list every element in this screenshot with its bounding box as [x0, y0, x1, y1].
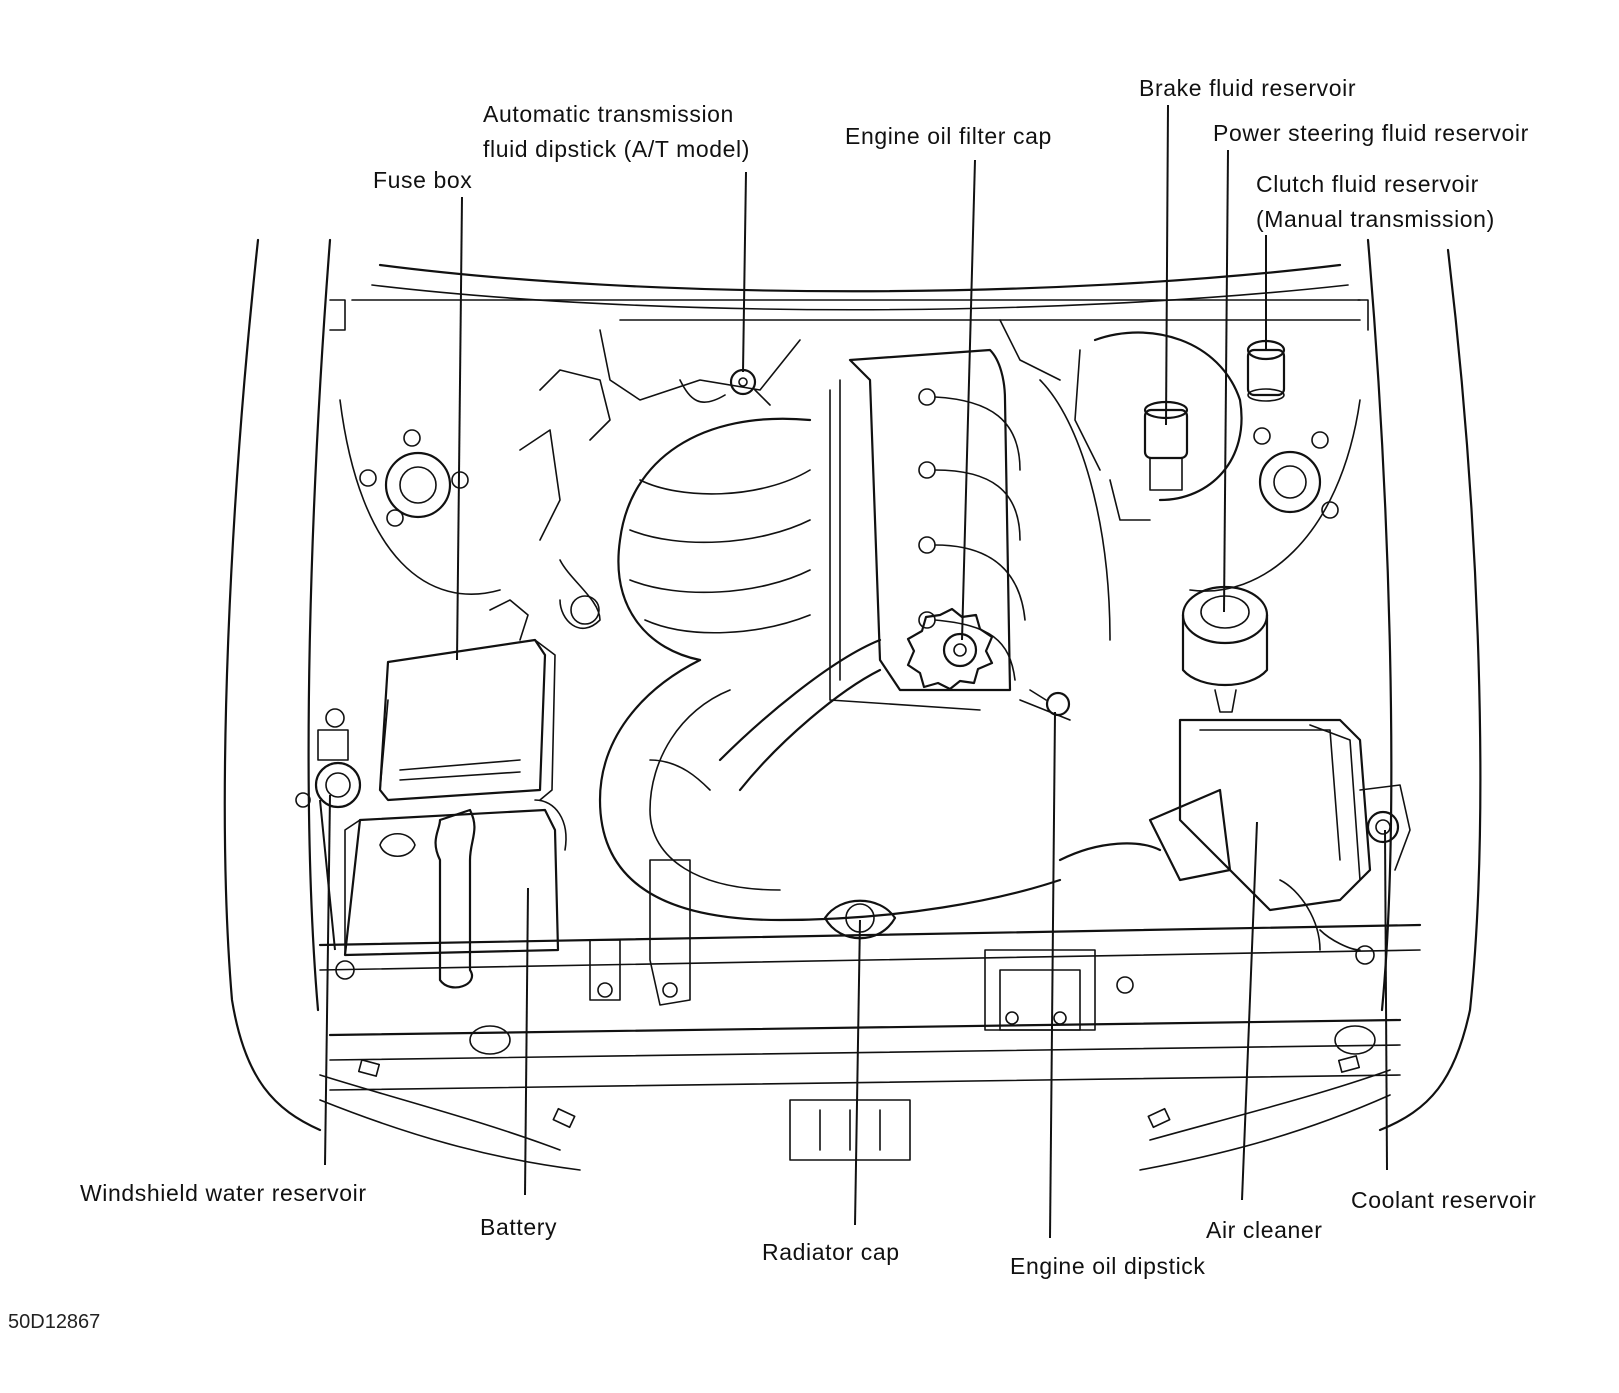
oil-filler-cap — [906, 607, 994, 691]
leader-power-steering — [1223, 149, 1229, 613]
label-at-dipstick-line2: fluid dipstick (A/T model) — [483, 136, 750, 162]
fuse-box — [378, 599, 556, 802]
radiator-support — [318, 859, 1422, 1161]
washer-reservoir-cap — [295, 708, 362, 809]
leader-oil-dipstick — [1049, 711, 1056, 1239]
leader-brake-fluid — [1165, 104, 1169, 426]
label-clutch-fluid-reservoir-line2: (Manual transmission) — [1256, 206, 1495, 232]
label-engine-oil-dipstick: Engine oil dipstick — [1010, 1253, 1206, 1279]
label-engine-oil-filter-cap: Engine oil filter cap — [845, 123, 1052, 149]
leader-lines — [319, 104, 1388, 1239]
label-clutch-fluid-reservoir-line1: Clutch fluid reservoir — [1256, 171, 1479, 197]
engine-oil-dipstick-handle — [1019, 689, 1071, 721]
figure-code: 50D12867 — [8, 1311, 100, 1333]
air-cleaner-box — [1058, 718, 1372, 951]
label-fuse-box: Fuse box — [373, 167, 472, 193]
label-coolant-reservoir: Coolant reservoir — [1351, 1187, 1536, 1213]
label-windshield-water-reservoir: Windshield water reservoir — [80, 1180, 367, 1206]
label-at-dipstick-line1: Automatic transmission — [483, 101, 734, 127]
body-outline — [223, 238, 1482, 1132]
label-air-cleaner: Air cleaner — [1206, 1217, 1323, 1243]
leader-oil-filter-cap — [961, 159, 976, 641]
label-radiator-cap: Radiator cap — [762, 1239, 900, 1265]
leader-air-cleaner — [1241, 821, 1258, 1201]
battery — [343, 799, 567, 989]
leader-radiator-cap — [854, 919, 861, 1226]
leader-at-dipstick — [742, 171, 747, 373]
coolant-reservoir — [1359, 784, 1411, 871]
leader-coolant — [1384, 829, 1388, 1171]
leader-fuse-box — [456, 196, 463, 661]
leader-windshield-1 — [324, 794, 331, 1166]
front-bumper — [319, 1055, 1391, 1171]
label-brake-fluid-reservoir: Brake fluid reservoir — [1139, 75, 1356, 101]
leader-battery — [524, 887, 529, 1196]
label-battery: Battery — [480, 1214, 557, 1240]
engine-bay-illustration — [223, 238, 1482, 1171]
leader-windshield-2 — [319, 799, 336, 951]
firewall — [599, 319, 1361, 401]
left-strut-tower — [339, 399, 501, 595]
right-strut-tower — [1189, 399, 1361, 592]
valve-cover — [829, 348, 1111, 711]
label-power-steering-fluid-reservoir: Power steering fluid reservoir — [1213, 120, 1529, 146]
upper-radiator-hose — [598, 638, 1062, 922]
intake-manifold — [519, 369, 812, 662]
brake-master-cylinder — [1074, 331, 1243, 521]
callout-labels: Automatic transmission fluid dipstick (A… — [8, 75, 1536, 1333]
at-dipstick-handle — [679, 368, 771, 406]
